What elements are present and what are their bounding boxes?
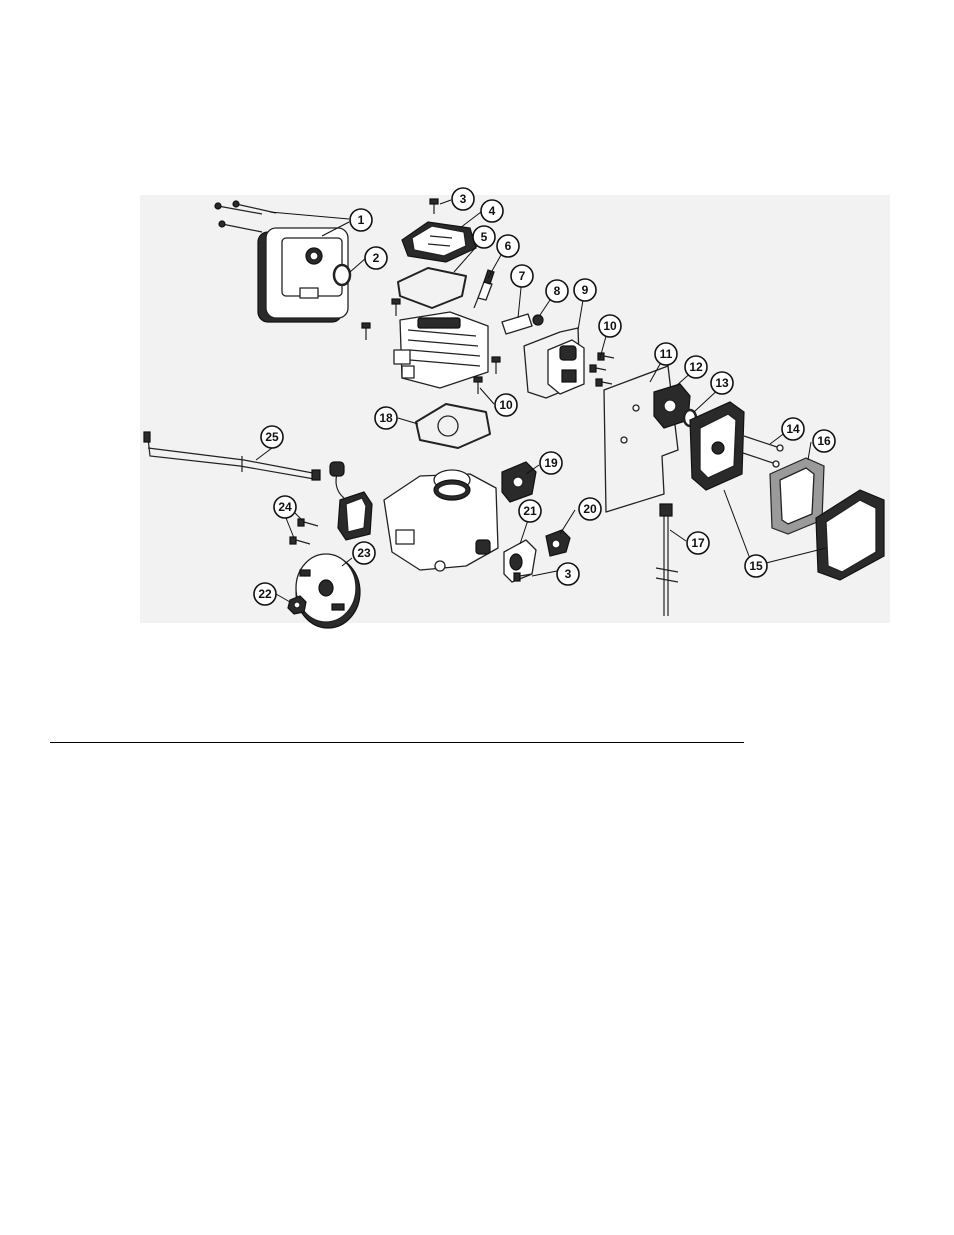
callout-label: 6 [505, 239, 512, 253]
callout-19: 19 [540, 452, 562, 474]
nut [533, 315, 543, 325]
callout-label: 4 [489, 204, 496, 218]
callout-label: 7 [519, 269, 526, 283]
callout-label: 10 [499, 398, 513, 412]
callout-label: 22 [258, 587, 272, 601]
callout-label: 3 [460, 192, 467, 206]
callout-2: 2 [365, 247, 387, 269]
callout-24: 24 [274, 496, 296, 518]
callout-3-top: 3 [452, 188, 474, 210]
callout-label: 2 [373, 251, 380, 265]
callout-label: 9 [582, 283, 589, 297]
callout-21: 21 [519, 500, 541, 522]
callout-20: 20 [579, 498, 601, 520]
callout-15: 15 [745, 555, 767, 577]
callout-6: 6 [497, 235, 519, 257]
muffler-gasket-ring [334, 265, 350, 285]
callout-3-lower: 3 [557, 563, 579, 585]
callout-12: 12 [685, 356, 707, 378]
callout-label: 21 [523, 504, 537, 518]
callout-label: 1 [358, 213, 365, 227]
callout-13: 13 [711, 372, 733, 394]
callout-5: 5 [473, 226, 495, 248]
callout-22: 22 [254, 583, 276, 605]
callout-label: 16 [817, 434, 831, 448]
callout-9: 9 [574, 279, 596, 301]
callout-label: 14 [786, 422, 800, 436]
callout-label: 8 [554, 284, 561, 298]
callout-14: 14 [782, 418, 804, 440]
callout-label: 25 [265, 430, 279, 444]
callout-label: 23 [357, 546, 371, 560]
callout-10-lower: 10 [495, 394, 517, 416]
callout-label: 17 [691, 536, 705, 550]
callout-label: 18 [379, 411, 393, 425]
callout-8: 8 [546, 280, 568, 302]
callout-16: 16 [813, 430, 835, 452]
callout-25: 25 [261, 426, 283, 448]
callout-label: 5 [481, 230, 488, 244]
callout-1: 1 [350, 209, 372, 231]
callout-label: 19 [544, 456, 558, 470]
callout-label: 15 [749, 559, 763, 573]
callout-23: 23 [353, 542, 375, 564]
callout-11: 11 [655, 343, 677, 365]
callout-label: 24 [278, 500, 292, 514]
horizontal-rule [50, 742, 744, 743]
callout-10-right: 10 [599, 315, 621, 337]
callout-label: 20 [583, 502, 597, 516]
callout-4: 4 [481, 200, 503, 222]
callout-label: 12 [689, 360, 703, 374]
callout-label: 10 [603, 319, 617, 333]
callout-label: 3 [565, 567, 572, 581]
callout-label: 11 [660, 347, 673, 361]
callout-7: 7 [511, 265, 533, 287]
callout-label: 13 [715, 376, 729, 390]
callout-17: 17 [687, 532, 709, 554]
callout-18: 18 [375, 407, 397, 429]
